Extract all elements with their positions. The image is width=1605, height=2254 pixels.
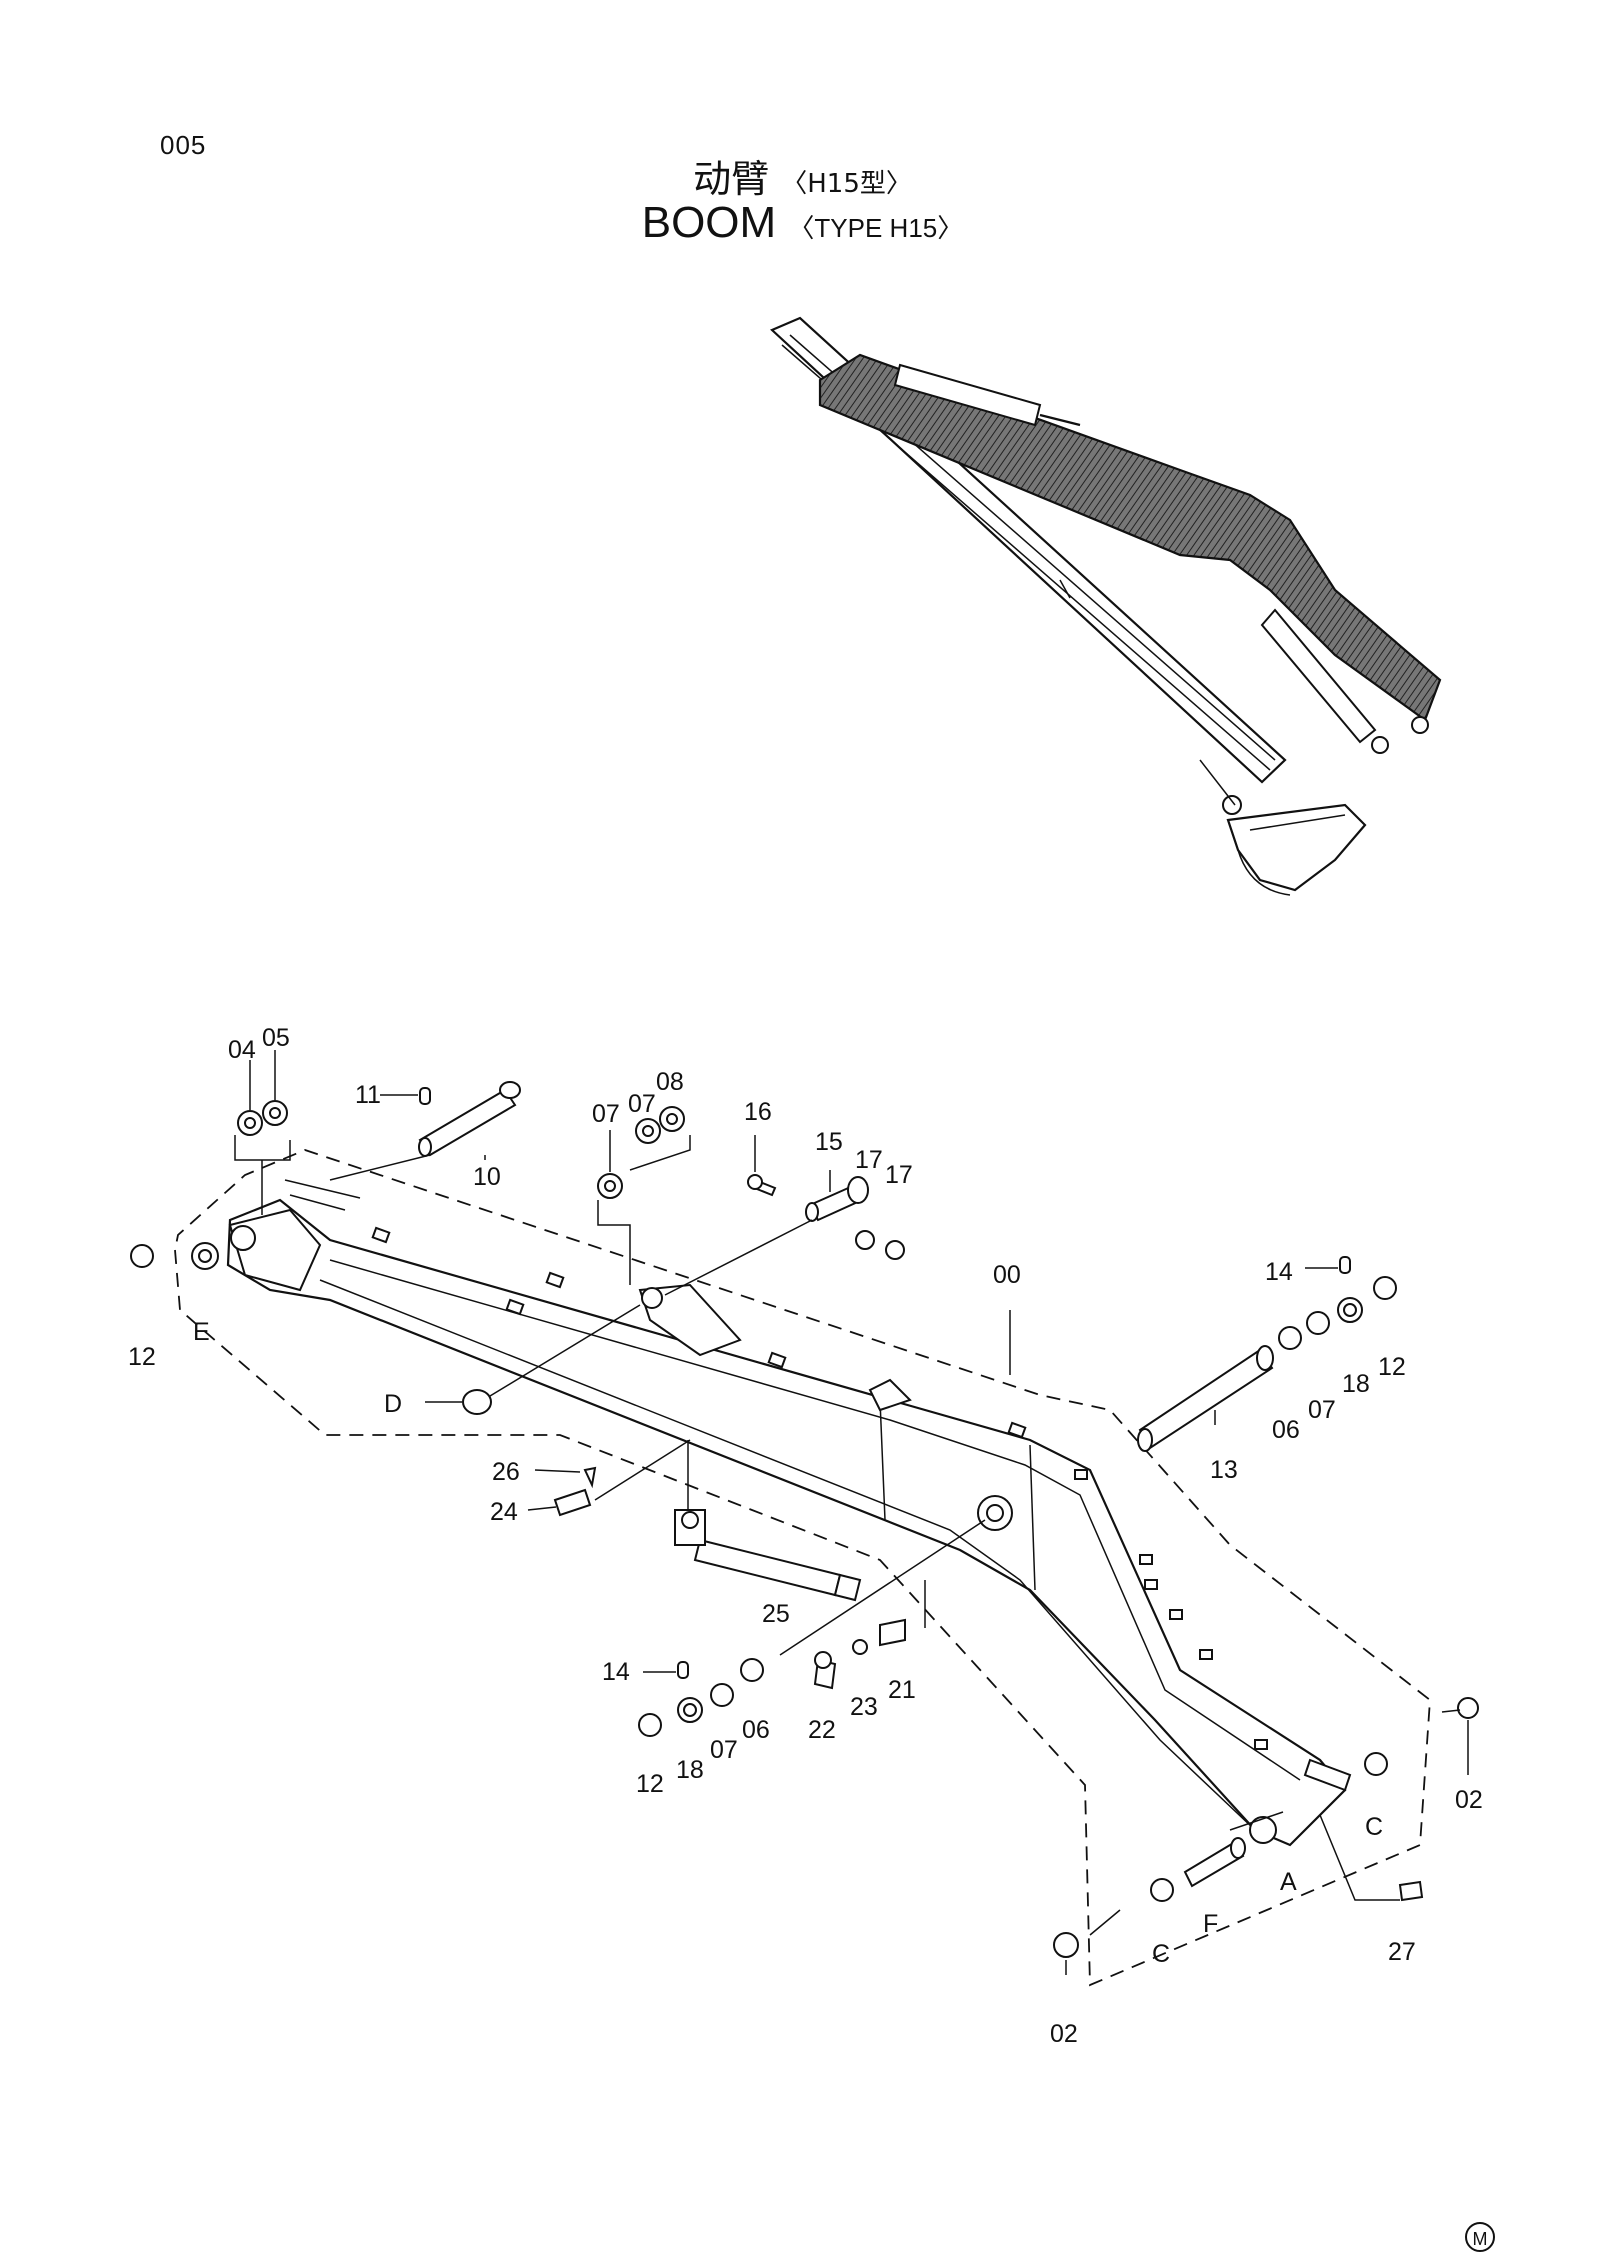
callout-25: 25 (762, 1600, 790, 1628)
assembly-boundary (174, 1149, 1431, 1987)
callout-15: 15 (815, 1128, 843, 1156)
part-06-shim-lower (740, 1658, 764, 1682)
overview-cylinder (893, 363, 1042, 427)
exploded-boom-view: 04 05 11 10 07 07 08 16 15 17 17 00 14 1… (128, 1024, 1483, 2048)
arm-foot-boss (1249, 1816, 1277, 1844)
part-25-cylinder (674, 1509, 862, 1602)
ref-c-left: C (1152, 1940, 1170, 1968)
boom-shaded (818, 353, 1442, 722)
callout-00: 00 (993, 1261, 1021, 1289)
callout-18-right: 18 (1342, 1370, 1370, 1398)
part-13-pin (1137, 1345, 1274, 1452)
part-26-split-pin (583, 1466, 597, 1489)
callout-07a: 07 (592, 1100, 620, 1128)
callout-24: 24 (490, 1498, 518, 1526)
title-english-type: 〈TYPE H15〉 (788, 213, 964, 243)
boom-body (226, 1198, 1347, 1847)
part-17-nut-b (885, 1240, 905, 1260)
callout-12-left: 12 (128, 1343, 156, 1371)
overview-arm-illustration (770, 316, 1442, 896)
callout-07-lower: 07 (710, 1736, 738, 1764)
callout-04: 04 (228, 1036, 256, 1064)
ref-c-right: C (1365, 1813, 1383, 1841)
callout-12-lower: 12 (636, 1770, 664, 1798)
title-english-main: BOOM (641, 198, 777, 247)
bushing-d (462, 1389, 492, 1415)
callout-06-right: 06 (1272, 1416, 1300, 1444)
part-21-plate (879, 1618, 906, 1647)
callout-06-lower: 06 (742, 1716, 770, 1744)
ref-d: D (384, 1390, 402, 1418)
part-12-snap-ring-left (130, 1244, 154, 1268)
ref-a: A (1280, 1868, 1297, 1896)
part-07-shim-lower (710, 1683, 734, 1707)
callout-14-right: 14 (1265, 1258, 1293, 1286)
part-12-snap-ring-lower (638, 1713, 662, 1737)
ref-e: E (193, 1318, 210, 1346)
bushing-c-right (1364, 1752, 1388, 1776)
callout-13: 13 (1210, 1456, 1238, 1484)
part-11-lock-pin (419, 1087, 431, 1105)
part-10-pin (418, 1081, 521, 1157)
callout-18-lower: 18 (676, 1756, 704, 1784)
part-14-lock-pin-left (677, 1661, 689, 1679)
part-07-shim-right (1306, 1311, 1330, 1335)
part-27-grease-fitting (1398, 1880, 1424, 1902)
page-number: 005 (160, 130, 207, 160)
part-17-nut-a (855, 1230, 875, 1250)
callout-10: 10 (473, 1163, 501, 1191)
title-chinese-main: 动臂 (693, 157, 770, 201)
part-14-lock-pin-right (1339, 1256, 1351, 1274)
callout-12-right: 12 (1378, 1353, 1406, 1381)
leader-lines (234, 1050, 1469, 1975)
callout-08: 08 (656, 1068, 684, 1096)
part-15-pin (805, 1176, 869, 1222)
overview-bucket (1226, 803, 1367, 892)
callout-02-right: 02 (1455, 1786, 1483, 1814)
callout-07-right: 07 (1308, 1396, 1336, 1424)
bushing-c-left (1150, 1878, 1174, 1902)
part-12-snap-ring-right (1373, 1276, 1397, 1300)
overview-boom-cylinder (1260, 608, 1377, 744)
callout-05: 05 (262, 1024, 290, 1052)
callout-02-left: 02 (1050, 2020, 1078, 2048)
title-chinese: 动臂 〈H15型〉 (0, 148, 1605, 203)
callout-07b: 07 (628, 1090, 656, 1118)
callout-21: 21 (888, 1676, 916, 1704)
title-chinese-type: 〈H15型〉 (781, 169, 912, 199)
callout-14-left: 14 (602, 1658, 630, 1686)
part-06-shim-right (1278, 1326, 1302, 1350)
callout-11: 11 (355, 1081, 381, 1109)
part-23-washer (852, 1639, 868, 1655)
callout-17b: 17 (885, 1161, 913, 1189)
manufacturer-mark: M (1465, 2222, 1495, 2252)
callout-27: 27 (1388, 1938, 1416, 1966)
callout-23: 23 (850, 1693, 878, 1721)
part-24-pin (553, 1488, 592, 1517)
callout-26: 26 (492, 1458, 520, 1486)
pin-f (1183, 1837, 1246, 1888)
part-02-thrust-plate-right (1457, 1697, 1479, 1719)
callouts: 04 05 11 10 07 07 08 16 15 17 17 00 14 1… (128, 1024, 1483, 2048)
ref-f: F (1203, 1910, 1218, 1938)
title-english: BOOM 〈TYPE H15〉 (0, 198, 1605, 248)
callout-17a: 17 (855, 1146, 883, 1174)
callout-22: 22 (808, 1716, 836, 1744)
part-02-thrust-plate-left (1053, 1932, 1079, 1958)
callout-16: 16 (744, 1098, 772, 1126)
